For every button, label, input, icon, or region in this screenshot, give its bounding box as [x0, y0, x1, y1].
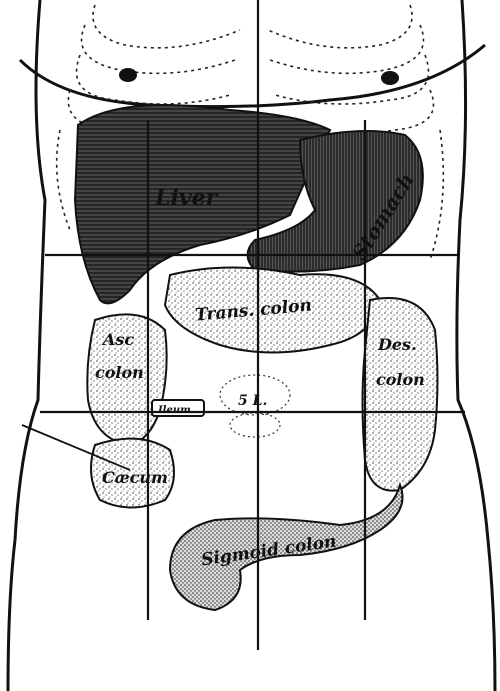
- ascending-colon-label-line1: Asc: [101, 330, 134, 349]
- vertebra-label: 5 L.: [238, 393, 267, 409]
- liver-label: Liver: [154, 185, 219, 211]
- caecum-label: Cæcum: [102, 468, 168, 487]
- ascending-colon-label-line2: colon: [95, 363, 144, 382]
- ileum-label: Ileum: [157, 405, 191, 416]
- descending-colon-label-line2: colon: [376, 370, 425, 389]
- descending-colon-label-line1: Des.: [377, 335, 417, 354]
- descending-colon-shape: [363, 298, 438, 491]
